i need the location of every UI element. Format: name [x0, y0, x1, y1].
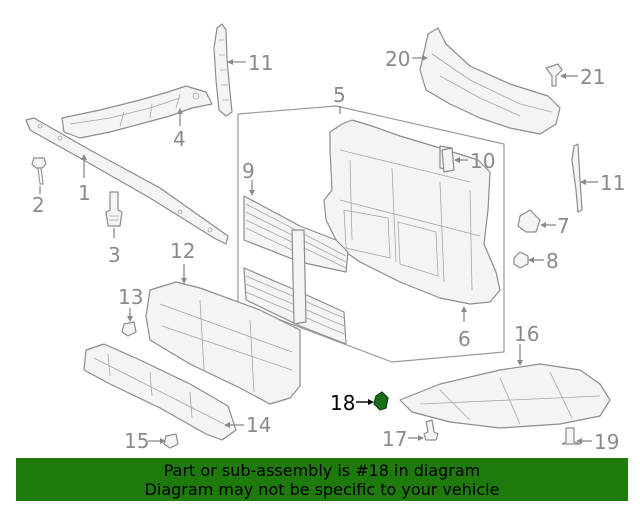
- callout-6-label: 6: [458, 327, 471, 351]
- callout-17: 17: [382, 427, 424, 451]
- info-banner: Part or sub-assembly is #18 in diagram D…: [16, 458, 628, 501]
- callout-13-label: 13: [118, 285, 143, 309]
- callout-9-label: 9: [242, 159, 255, 183]
- callout-1: 1: [78, 154, 91, 205]
- callout-9: 9: [242, 159, 255, 196]
- part-15-clip: [163, 433, 179, 449]
- callout-11b-label: 11: [600, 171, 625, 195]
- part-21-clip: [545, 63, 563, 87]
- part-18-highlighted: [373, 391, 389, 411]
- banner-line-1: Part or sub-assembly is #18 in diagram: [163, 461, 481, 480]
- callout-15-label: 15: [124, 429, 149, 453]
- callout-8-label: 8: [546, 249, 559, 273]
- part-17-screw: [423, 419, 439, 441]
- part-8-screw: [513, 251, 529, 269]
- callout-16-label: 16: [514, 322, 539, 346]
- part-7-fastener: [517, 209, 541, 233]
- callout-11a: 11: [227, 51, 273, 75]
- callout-15: 15: [124, 429, 166, 453]
- banner-line-2: Diagram may not be specific to your vehi…: [144, 480, 500, 499]
- callout-4: 4: [173, 108, 186, 151]
- callout-7-label: 7: [557, 214, 570, 238]
- part-13-clip: [121, 321, 137, 337]
- part-12-air-deflector: [145, 281, 301, 405]
- callout-5: 5: [333, 83, 346, 114]
- callout-21-label: 21: [580, 65, 605, 89]
- part-1-long-bar: [25, 117, 229, 245]
- callout-4-label: 4: [173, 127, 186, 151]
- callout-3: 3: [108, 228, 121, 267]
- callout-11a-label: 11: [248, 51, 273, 75]
- callout-14-label: 14: [246, 413, 271, 437]
- callout-11b: 11: [580, 171, 625, 195]
- callout-10: 10: [454, 149, 495, 173]
- part-19-clip: [561, 427, 581, 445]
- callout-17-label: 17: [382, 427, 407, 451]
- callout-18: 18: [330, 391, 374, 415]
- callout-2: 2: [32, 186, 45, 217]
- callout-10-label: 10: [470, 149, 495, 173]
- callout-7: 7: [540, 214, 570, 238]
- callout-12: 12: [170, 239, 195, 284]
- part-14-lower-absorber: [83, 343, 237, 441]
- callout-13: 13: [118, 285, 143, 322]
- callout-21: 21: [560, 65, 605, 89]
- callout-18-label: 18: [330, 391, 355, 415]
- callout-5-label: 5: [333, 83, 346, 107]
- callout-2-label: 2: [32, 193, 45, 217]
- part-10-clip: [441, 147, 455, 173]
- callout-20: 20: [385, 47, 428, 71]
- part-6-radiator-support: [323, 119, 501, 305]
- part-20-upper-shield: [419, 27, 561, 135]
- callout-19: 19: [576, 430, 619, 454]
- part-3-bolt: [105, 191, 123, 227]
- callout-8: 8: [528, 249, 559, 273]
- callout-16: 16: [514, 322, 539, 366]
- parts-diagram: 11 4 1 2 3: [25, 23, 625, 454]
- part-16-under-shield: [399, 363, 611, 429]
- callout-20-label: 20: [385, 47, 410, 71]
- callout-12-label: 12: [170, 239, 195, 263]
- part-2-bolt: [31, 157, 47, 185]
- callout-19-label: 19: [594, 430, 619, 454]
- part-11-side-bracket: [571, 143, 583, 213]
- callout-14: 14: [224, 413, 271, 437]
- part-9-grille-shutter: [243, 195, 349, 345]
- part-11-upper-bracket: [213, 23, 233, 117]
- callout-6: 6: [458, 306, 471, 351]
- part-4-upper-tie-bar: [61, 85, 213, 139]
- callout-1-label: 1: [78, 181, 91, 205]
- callout-3-label: 3: [108, 243, 121, 267]
